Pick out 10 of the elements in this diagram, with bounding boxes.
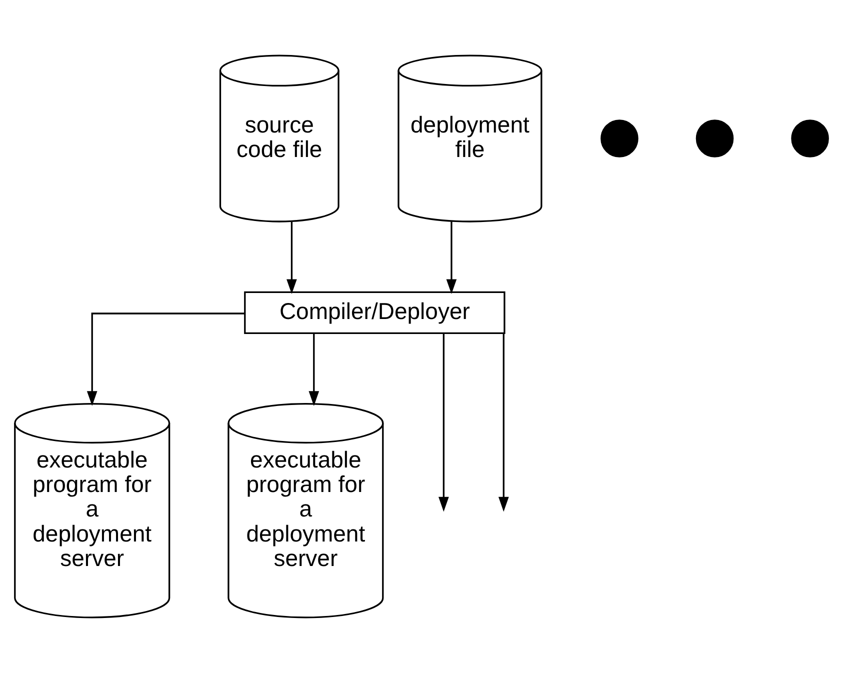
arrow xyxy=(446,222,457,294)
node-circle xyxy=(696,120,734,158)
arrow xyxy=(498,334,509,512)
arrow xyxy=(286,222,297,294)
node-box: Compiler/Deployer xyxy=(244,291,506,334)
node-circle xyxy=(600,120,638,158)
arrow xyxy=(308,334,320,406)
node-circle xyxy=(791,120,829,158)
arrow xyxy=(86,312,245,406)
arrow xyxy=(438,334,449,512)
